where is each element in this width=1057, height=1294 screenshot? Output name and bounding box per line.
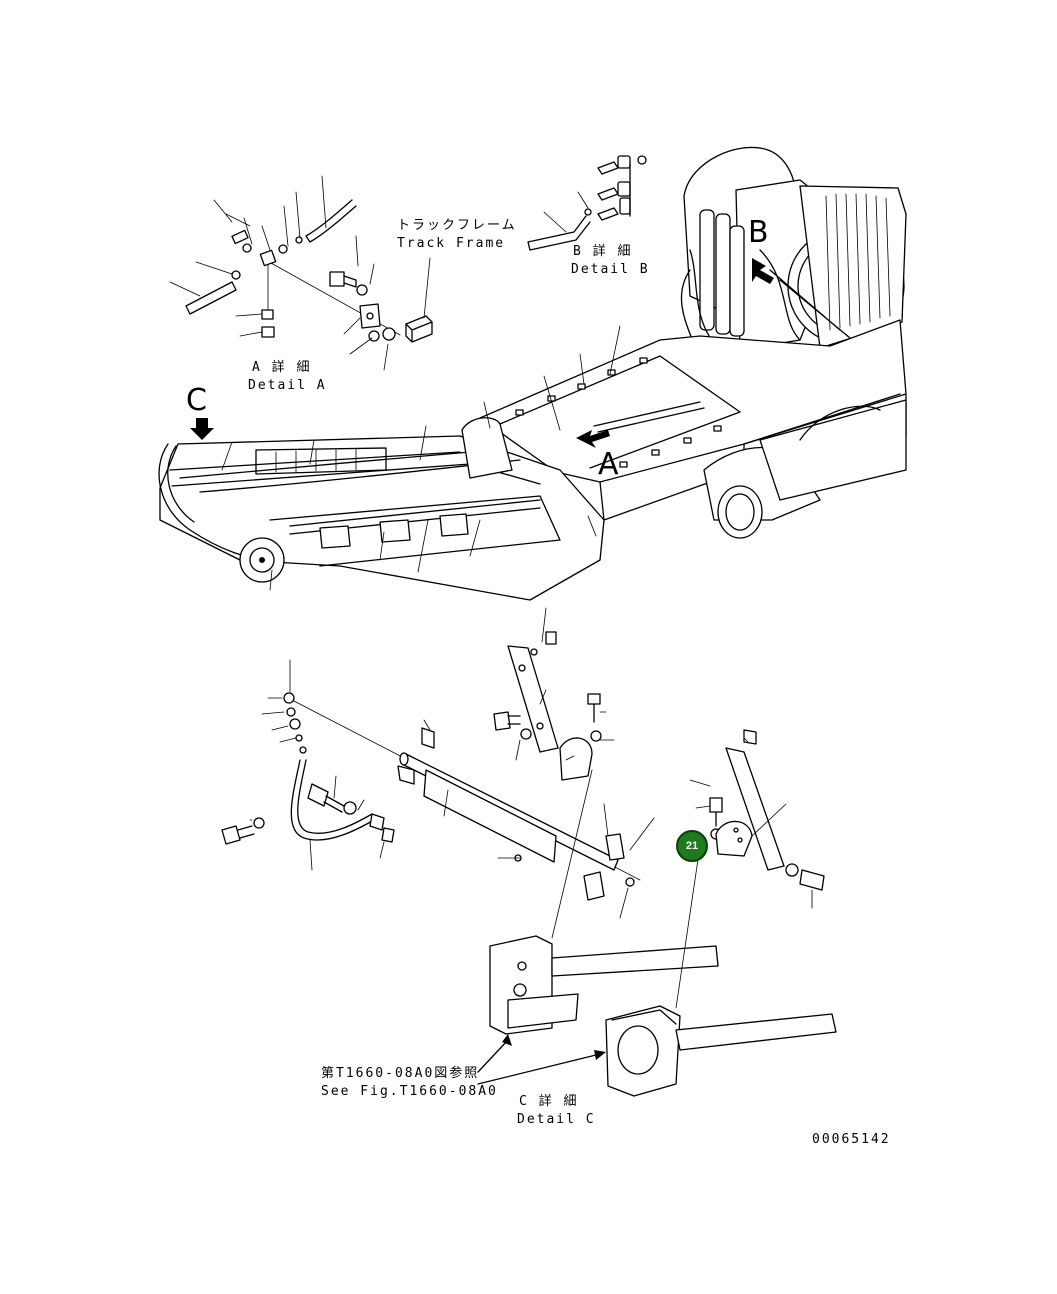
drawing-number: 00065142 xyxy=(812,1132,891,1147)
detail-a-drawing xyxy=(169,175,433,371)
see-fig-label-en: See Fig.T1660-08A0 xyxy=(321,1084,498,1099)
detail-b-drawing xyxy=(527,155,647,251)
detail-a-title-jp: A 詳 細 xyxy=(252,360,312,375)
detail-b-title-jp: B 詳 細 xyxy=(573,244,633,259)
track-frame-label-jp: トラックフレーム xyxy=(397,218,517,233)
view-arrow-a-letter: A xyxy=(598,447,619,482)
main-frame-assembly xyxy=(158,146,907,601)
view-arrow-c-letter: C xyxy=(186,383,207,418)
view-arrow-b-letter: B xyxy=(748,215,769,250)
detail-c-title-en: Detail C xyxy=(517,1112,596,1127)
detail-b-title-en: Detail B xyxy=(571,262,650,277)
track-frame-label-en: Track Frame xyxy=(397,236,506,251)
detail-a-title-en: Detail A xyxy=(248,378,327,393)
see-fig-label-jp: 第T1660-08A0図参照 xyxy=(321,1066,480,1081)
part-callout-21[interactable]: 21 xyxy=(676,830,708,862)
detail-c-drawing xyxy=(221,607,837,1097)
detail-c-title-jp: C 詳 細 xyxy=(519,1094,579,1109)
